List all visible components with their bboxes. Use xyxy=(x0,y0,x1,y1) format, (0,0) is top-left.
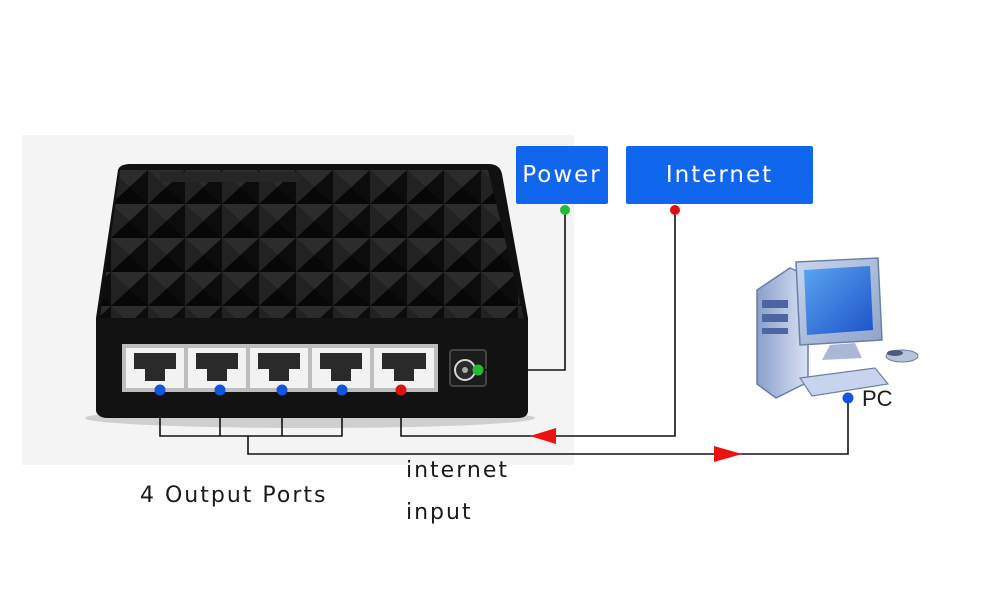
power-label-dot xyxy=(560,205,570,215)
power-jack-dot xyxy=(472,364,484,376)
arrow-right xyxy=(714,446,742,462)
internet-label-dot xyxy=(670,205,680,215)
output-bus-line xyxy=(159,390,343,437)
rj45-port-1 xyxy=(126,348,184,388)
output-port-3-dot xyxy=(276,384,288,396)
power-label-text: Power xyxy=(522,162,602,188)
internet-input-caption-line1: internet xyxy=(406,458,509,483)
rj45-port-3 xyxy=(250,348,308,388)
output-ports-caption: 4 Output Ports xyxy=(140,483,328,508)
output-port-2-dot xyxy=(214,384,226,396)
rj45-port-2 xyxy=(188,348,246,388)
input-port-dot xyxy=(395,384,407,396)
desktop-pc-icon xyxy=(756,257,919,399)
power-jack xyxy=(449,349,487,387)
pc-dot xyxy=(842,392,854,404)
output-port-4-dot xyxy=(336,384,348,396)
rj45-port-row xyxy=(122,344,438,392)
output-port-1-dot xyxy=(154,384,166,396)
connection-lines xyxy=(159,210,849,455)
rj45-port-5 xyxy=(374,348,434,388)
arrow-left xyxy=(530,428,556,444)
internet-input-caption-line2: input xyxy=(406,500,473,525)
internet-label: Internet xyxy=(626,146,813,204)
power-label: Power xyxy=(516,146,608,204)
pc-line xyxy=(247,398,849,455)
pc-label: PC xyxy=(862,386,893,411)
power-line xyxy=(478,210,566,371)
internet-label-text: Internet xyxy=(665,162,774,188)
rj45-port-4 xyxy=(312,348,370,388)
